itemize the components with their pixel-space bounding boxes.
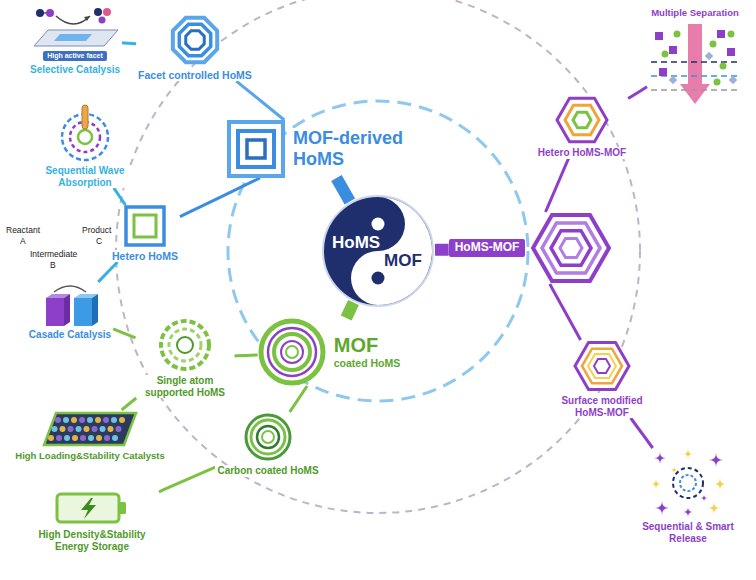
node-label: MOF bbox=[332, 334, 380, 357]
branch-connector bbox=[114, 188, 126, 205]
battery-icon bbox=[55, 490, 129, 526]
structure-node: Hetero HoMS-MOF bbox=[536, 96, 628, 159]
mofRings-icon bbox=[258, 318, 326, 386]
branch-connector bbox=[98, 262, 117, 282]
branch-node: MOF-derived HoMS bbox=[227, 120, 413, 178]
structure-node: Facet controlled HoMS bbox=[136, 14, 254, 81]
node-label: Surface modified HoMS-MOF bbox=[550, 395, 654, 418]
branch-connector bbox=[546, 159, 569, 213]
node-label: Facet controlled HoMS bbox=[136, 69, 254, 81]
node-label: High Loading&Stability Catalysts bbox=[13, 451, 166, 462]
bigSquare-icon bbox=[227, 120, 285, 178]
reaction-label: A bbox=[20, 237, 26, 246]
branch-connector bbox=[113, 329, 135, 338]
release-icon bbox=[648, 448, 728, 518]
branch-connector bbox=[290, 386, 307, 412]
carbon-icon bbox=[243, 412, 293, 462]
hexMain-icon bbox=[531, 212, 611, 284]
label-group: MOFcoated HoMS bbox=[332, 334, 403, 369]
branch-connector bbox=[122, 398, 137, 410]
branch-connector bbox=[235, 353, 258, 357]
branch-connector bbox=[159, 467, 215, 492]
loading-icon bbox=[42, 410, 138, 448]
application-node: High active facetSelective Catalysis bbox=[28, 4, 122, 76]
hexHetero-icon bbox=[555, 96, 609, 144]
casade-icon bbox=[38, 282, 102, 326]
branch-node: MOFcoated HoMS bbox=[258, 318, 403, 386]
application-node: Casade Catalysis bbox=[27, 282, 113, 341]
node-label: coated HoMS bbox=[332, 357, 403, 369]
hexSurface-icon bbox=[573, 340, 631, 392]
node-label: High active facet bbox=[43, 51, 107, 61]
structure-node: Carbon coated HoMS bbox=[215, 412, 320, 477]
reaction-label: C bbox=[96, 237, 102, 246]
wave-icon bbox=[53, 104, 117, 162]
dashRings-icon bbox=[158, 318, 212, 372]
application-node: Multiple Separation bbox=[647, 8, 743, 106]
node-label: Casade Catalysis bbox=[27, 329, 113, 341]
structure-node: Surface modified HoMS-MOF bbox=[550, 340, 654, 418]
branch-node: HoMS-MOF bbox=[449, 212, 612, 284]
branch-connector bbox=[122, 41, 136, 45]
node-label: Multiple Separation bbox=[649, 8, 741, 19]
node-label: Hetero HoMS bbox=[110, 250, 180, 262]
branch-connector bbox=[336, 178, 349, 201]
application-node: High Loading&Stability Catalysts bbox=[13, 410, 166, 462]
branch-connector bbox=[628, 87, 647, 99]
node-label: Carbon coated HoMS bbox=[215, 465, 320, 477]
node-label: Sequential Wave Absorption bbox=[33, 165, 137, 188]
branch-connector bbox=[236, 81, 284, 120]
reaction-label: Reactant bbox=[6, 226, 40, 235]
structure-node: Single atom supported HoMS bbox=[136, 318, 235, 398]
inner-dashed-ring bbox=[228, 101, 528, 401]
reaction-label: Product bbox=[82, 226, 111, 235]
reaction-label: B bbox=[50, 261, 56, 270]
application-node: Sequential Wave Absorption bbox=[33, 104, 137, 188]
structure-node: Hetero HoMS bbox=[110, 205, 180, 262]
node-label: Sequential & Smart Release bbox=[636, 521, 740, 544]
branch-connector bbox=[346, 302, 353, 318]
branch-connector bbox=[550, 284, 581, 340]
node-label: Selective Catalysis bbox=[28, 64, 122, 76]
branch-connector bbox=[180, 178, 260, 217]
core-label: MOF bbox=[384, 251, 422, 271]
node-label: MOF-derived HoMS bbox=[291, 128, 413, 169]
branch-connector bbox=[435, 244, 449, 256]
node-label: Single atom supported HoMS bbox=[136, 375, 235, 398]
reaction-label: Intermediate bbox=[30, 250, 77, 259]
separation-icon bbox=[647, 22, 743, 106]
node-label: Hetero HoMS-MOF bbox=[536, 147, 628, 159]
node-label: HoMS-MOF bbox=[449, 239, 526, 257]
octagons-icon bbox=[169, 14, 221, 66]
node-label: High Density&Stability Energy Storage bbox=[25, 529, 159, 552]
application-node: High Density&Stability Energy Storage bbox=[25, 490, 159, 552]
core-label: HoMS bbox=[332, 233, 380, 253]
branch-connector bbox=[631, 418, 653, 448]
selective-icon bbox=[30, 4, 120, 48]
heteroSquare-icon bbox=[124, 205, 166, 247]
outer-dashed-ring bbox=[116, 0, 640, 513]
yin-yang-core: HoMSMOF bbox=[322, 195, 434, 307]
application-node: Sequential & Smart Release bbox=[636, 448, 740, 544]
